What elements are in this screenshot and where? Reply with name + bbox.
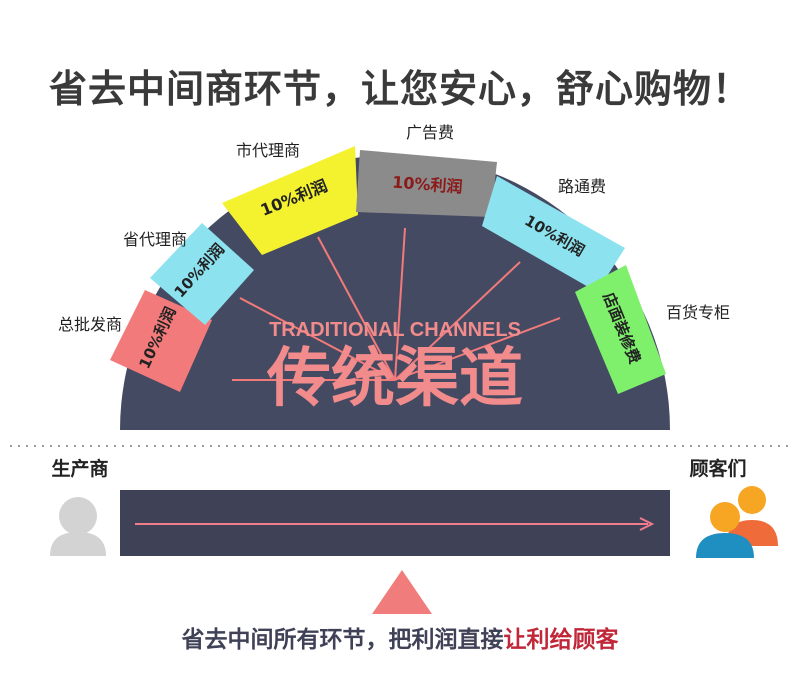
- ray-line: [394, 317, 561, 381]
- segment-box: [110, 290, 212, 392]
- ray-line: [394, 227, 406, 381]
- arrow-icon: [135, 517, 655, 531]
- segment-label: 总批发商: [58, 315, 122, 334]
- triangle-pointer: [372, 570, 432, 614]
- segment-box: [575, 265, 666, 394]
- customers-icon: [696, 486, 778, 558]
- customers-label: 顾客们: [689, 457, 746, 480]
- segment-label: 省代理商: [123, 230, 187, 249]
- footer-highlight-text: 让利给顾客: [503, 627, 619, 653]
- footer-main-text: 省去中间所有环节，把利润直接: [181, 627, 504, 653]
- ray-line: [394, 261, 521, 381]
- ray-line: [317, 236, 396, 381]
- segment-box: [222, 146, 358, 255]
- segment-label: 广告费: [406, 123, 454, 142]
- segment-box-text: 10%利润: [392, 173, 463, 197]
- segment-label: 市代理商: [236, 141, 300, 160]
- person-icon: [50, 497, 106, 556]
- segment-box: [150, 223, 254, 325]
- chinese-channel-title: 传统渠道: [266, 342, 523, 416]
- producer-label: 生产商: [51, 457, 108, 480]
- footer-text: 省去中间所有环节，把利润直接让利给顾客: [0, 620, 800, 654]
- arch-rays: [232, 227, 561, 381]
- ray-line: [239, 297, 396, 381]
- headline: 省去中间商环节，让您安心，舒心购物！: [48, 67, 751, 111]
- segment-box: [482, 176, 625, 292]
- segment-label: 百货专柜: [666, 303, 730, 322]
- segment-label: 路通费: [558, 177, 606, 196]
- english-channel-title: TRADITIONAL CHANNELS: [269, 319, 521, 341]
- segment-box: [356, 150, 497, 217]
